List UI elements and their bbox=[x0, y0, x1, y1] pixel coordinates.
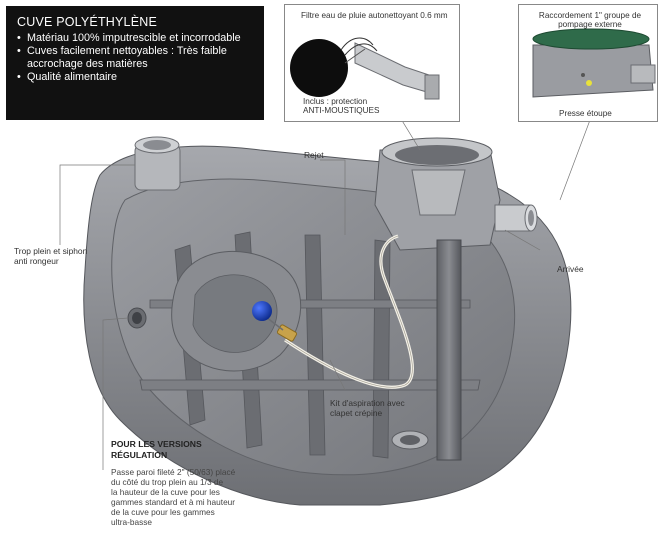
regulation-line: gammes standard et à mi hauteur bbox=[111, 497, 236, 507]
regulation-heading-line1: POUR LES VERSIONS bbox=[111, 439, 202, 449]
label-trop-plein-1: Trop plein et siphon bbox=[14, 246, 88, 256]
regulation-heading-line2: RÉGULATION bbox=[111, 449, 168, 460]
label-arrivee: Arrivée bbox=[557, 264, 584, 274]
filter-housing bbox=[374, 137, 501, 251]
gland-label: Presse étoupe bbox=[559, 109, 612, 118]
label-kit-2: clapet crépine bbox=[330, 408, 383, 418]
regulation-line: ultra-basse bbox=[111, 517, 153, 527]
feature-item: Cuves facilement nettoyables : Très faib… bbox=[17, 45, 254, 71]
feature-list: Matériau 100% imputrescible et incorroda… bbox=[17, 32, 254, 84]
inlet-pipe bbox=[494, 204, 538, 232]
regulation-line: Passe paroi fileté 2" (50/63) placé bbox=[111, 467, 236, 477]
feature-item: Qualité alimentaire bbox=[17, 71, 254, 84]
bottom-ring bbox=[391, 430, 429, 450]
filter-caption: Filtre eau de pluie autonettoyant 0.6 mm bbox=[301, 11, 448, 20]
pump-connection-illustration bbox=[532, 28, 656, 98]
float-ball bbox=[252, 301, 272, 321]
filter-illustration bbox=[290, 37, 440, 100]
filter-inset: Filtre eau de pluie autonettoyant 0.6 mm… bbox=[284, 4, 460, 122]
raccord-caption-line2: pompage externe bbox=[558, 20, 622, 29]
label-rejet: Rejet bbox=[304, 150, 324, 160]
filter-included-value: ANTI-MOUSTIQUES bbox=[303, 106, 380, 115]
label-kit-1: Kit d'aspiration avec bbox=[330, 398, 405, 408]
regulation-line: de la cuve pour les gammes bbox=[111, 507, 215, 517]
filter-included-label: Inclus : protection bbox=[303, 97, 368, 106]
regulation-fitting bbox=[127, 307, 147, 329]
overflow-inlet bbox=[134, 136, 181, 191]
feature-item: Matériau 100% imputrescible et incorroda… bbox=[17, 32, 254, 45]
regulation-line: la hauteur de la cuve pour les bbox=[111, 487, 220, 497]
feature-box: CUVE POLYÉTHYLÈNE Matériau 100% imputres… bbox=[6, 6, 264, 120]
led-indicator bbox=[586, 80, 592, 86]
regulation-heading: POUR LES VERSIONS RÉGULATION bbox=[111, 439, 202, 460]
raccord-inset: Raccordement 1" groupe de pompage extern… bbox=[518, 4, 658, 122]
central-column bbox=[436, 239, 462, 461]
regulation-line: du côté du trop plein au 1/3 de bbox=[111, 477, 224, 487]
regulation-body: Passe paroi fileté 2" (50/63) placé du c… bbox=[111, 467, 261, 527]
label-trop-plein-2: anti rongeur bbox=[14, 256, 59, 266]
raccord-caption-line1: Raccordement 1" groupe de bbox=[538, 11, 642, 20]
mesh-detail bbox=[290, 39, 348, 97]
feature-title: CUVE POLYÉTHYLÈNE bbox=[17, 15, 158, 29]
